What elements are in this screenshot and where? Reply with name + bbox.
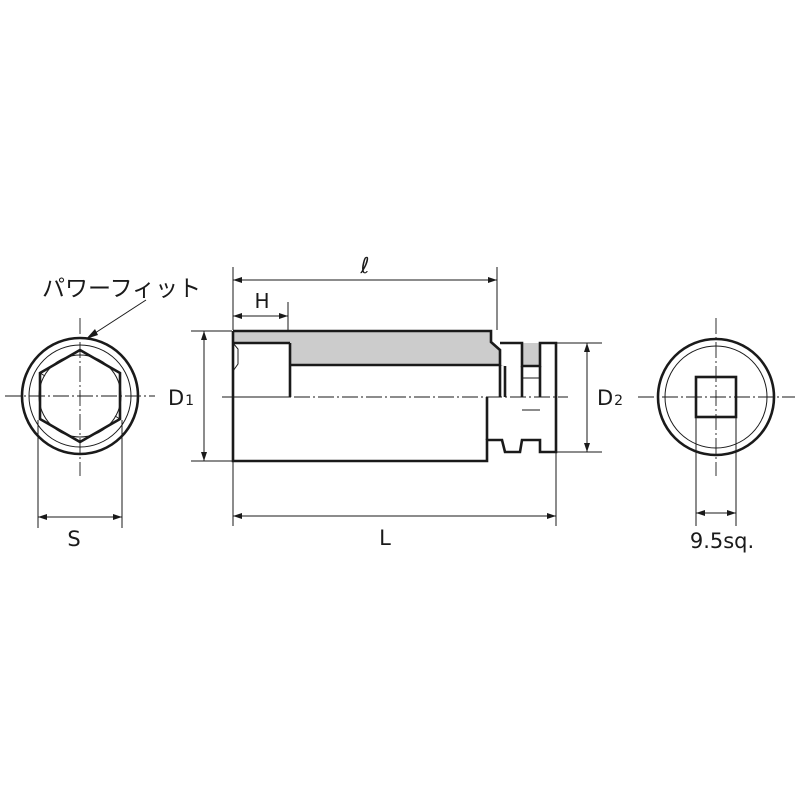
dimension-d2	[557, 342, 602, 453]
d2-label: D2	[597, 386, 623, 410]
leader-arrowhead	[86, 329, 98, 339]
dimension-s	[37, 420, 123, 528]
body-outer-outline	[231, 331, 558, 463]
arrowhead	[233, 277, 242, 283]
drive-chamfer-circle	[664, 345, 768, 449]
drive-outer-circle	[656, 337, 776, 457]
arrowhead	[727, 510, 736, 516]
dimension-l-small	[232, 267, 498, 330]
square-label: 9.5sq.	[690, 529, 754, 553]
body-top-outline	[233, 329, 502, 366]
opening-chamfer	[232, 342, 239, 372]
arrowhead	[584, 443, 590, 452]
arrowhead	[279, 313, 288, 319]
dimension-square	[695, 418, 737, 526]
socket-outer-circle	[20, 336, 140, 456]
h-label: H	[254, 289, 269, 313]
arrowhead	[488, 277, 497, 283]
square-drive-hole	[694, 375, 738, 419]
s-label: S	[67, 527, 80, 551]
arrowhead	[233, 513, 242, 519]
arrowhead	[201, 331, 207, 340]
drive-end-view	[638, 318, 795, 476]
socket-chamfer-circle	[28, 344, 132, 448]
arrowhead	[584, 343, 590, 352]
dimension-h	[233, 302, 289, 330]
hex-corner-mark	[114, 415, 121, 420]
section-hatch-area	[233, 331, 540, 366]
arrowhead	[201, 452, 207, 461]
arrowhead	[696, 510, 705, 516]
arrowhead	[547, 513, 556, 519]
power-fit-label: パワーフィット	[42, 276, 201, 302]
hex-inscribed-circle	[38, 354, 122, 438]
arrowhead	[113, 514, 122, 520]
hex-corner-mark	[39, 372, 46, 377]
l-big-label: L	[379, 526, 391, 550]
l-small-label: ℓ	[359, 254, 369, 279]
leader-line	[91, 299, 147, 336]
hex-end-view	[5, 318, 155, 476]
arrowhead	[38, 514, 47, 520]
arrowhead	[233, 313, 242, 319]
d1-label: D1	[168, 386, 194, 410]
power-fit-leader	[86, 299, 147, 339]
dimension-l-big	[232, 453, 557, 526]
dimension-d1	[191, 330, 232, 462]
side-section-view	[222, 329, 568, 463]
